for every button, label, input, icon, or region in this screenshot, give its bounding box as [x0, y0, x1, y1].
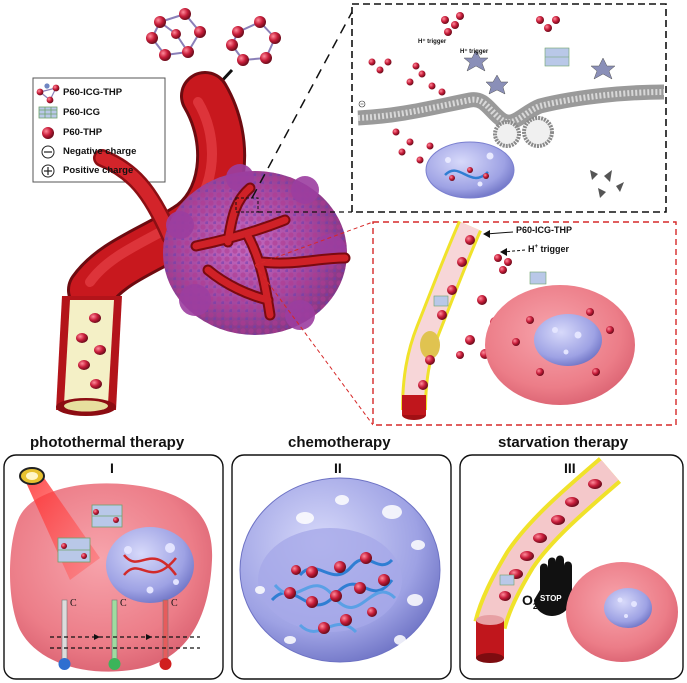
- stop-hand-icon: [534, 555, 572, 616]
- legend-box: [32, 77, 166, 183]
- heading-starvation: starvation therapy: [498, 434, 629, 451]
- heading-photothermal: photothermal therapy: [30, 434, 185, 451]
- trigger-sup: +: [534, 244, 539, 250]
- inset-trigger-label-right: H⁺ trigger: [460, 49, 489, 55]
- o2-sub: 2: [532, 601, 538, 611]
- legend-label-p60-icg: P60-ICG: [63, 107, 100, 118]
- thermo-unit-3: C: [171, 598, 178, 609]
- panel-chemotherapy: [231, 454, 452, 680]
- thermometer-hot: [159, 599, 172, 670]
- vessel-release-inset: [372, 220, 677, 426]
- legend-label-negative-charge: Negative charge: [63, 146, 137, 157]
- p60-icg-thp-cluster-icon: [36, 83, 60, 104]
- thermometer-warm: [108, 599, 121, 670]
- panel-numeral-3: III: [564, 460, 576, 476]
- trigger-h: H: [528, 244, 535, 254]
- free-nanoparticle-cluster-left: [146, 8, 206, 61]
- legend-label-p60-thp: P60-THP: [63, 127, 103, 138]
- stop-hand-text: STOP: [540, 594, 562, 603]
- panel-numeral-2: II: [334, 460, 342, 476]
- plus-circle-icon: [41, 164, 55, 178]
- zoom-callout-lines: [235, 11, 374, 426]
- thermo-unit-2: C: [120, 598, 127, 609]
- thermo-unit-1: C: [70, 598, 77, 609]
- heading-chemotherapy: chemotherapy: [288, 434, 391, 451]
- stop-hand-o2: O2: [522, 592, 537, 611]
- thermometer-cool: [58, 599, 71, 670]
- minus-circle-icon: [41, 145, 55, 159]
- panel-numeral-1: I: [110, 460, 114, 476]
- icg-cluster-right: [544, 47, 570, 67]
- panel-starvation: [459, 454, 684, 680]
- p60-icg-lattice-icon: [38, 106, 58, 119]
- tumor-vessel-network: [190, 182, 351, 321]
- inset-trigger-label-left: H⁺ trigger: [418, 39, 447, 45]
- legend-label-p60-icg-thp: P60-ICG-THP: [63, 87, 123, 98]
- trigger-word: trigger: [538, 244, 570, 254]
- legend-label-positive-charge: Positive charge: [63, 165, 134, 176]
- inset-nanoparticle-label: P60-ICG-THP: [516, 225, 573, 235]
- free-nanoparticle-cluster-right: [226, 16, 281, 66]
- inset-trigger-label: H+ trigger: [528, 244, 569, 254]
- p60-thp-sphere-icon: [42, 127, 54, 139]
- panel-photothermal: [3, 454, 224, 680]
- cell-uptake-inset: [351, 3, 667, 213]
- o2-letter: O: [522, 592, 533, 608]
